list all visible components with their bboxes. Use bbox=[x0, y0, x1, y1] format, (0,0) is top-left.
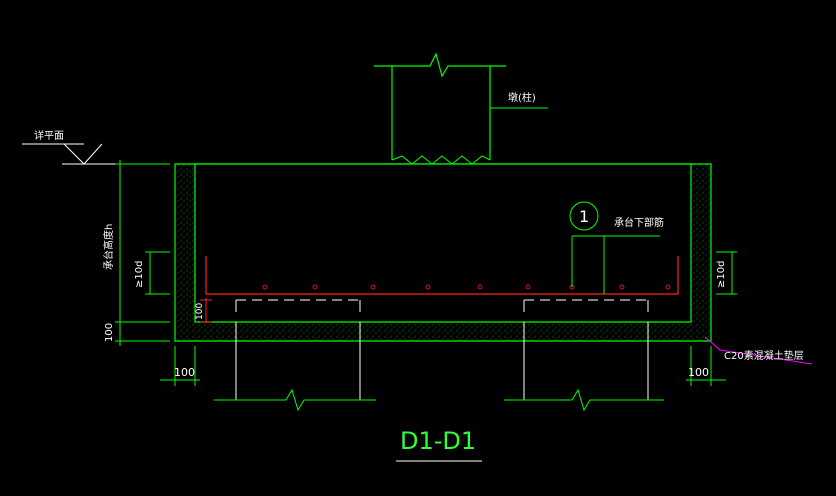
left-anchorage-dimension bbox=[145, 251, 170, 295]
rebar-dots bbox=[262, 284, 671, 290]
right-anchorage-dimension bbox=[716, 251, 737, 295]
extension-right-dimension bbox=[686, 346, 726, 386]
extension-left-label: 100 bbox=[174, 366, 195, 379]
extension-right-label: 100 bbox=[688, 366, 709, 379]
concrete-leader bbox=[704, 336, 813, 365]
bedding-height-label: 100 bbox=[104, 323, 115, 342]
bottom-rebar bbox=[205, 256, 679, 295]
callout-number: 1 bbox=[579, 207, 589, 226]
right-anchorage-label: ≥10d bbox=[716, 261, 727, 288]
cover-label: 100 bbox=[195, 303, 205, 320]
pile-cap bbox=[174, 163, 712, 342]
cover-dimension bbox=[200, 298, 212, 323]
extension-left-dimension bbox=[160, 346, 200, 386]
pile-right bbox=[504, 299, 664, 412]
left-anchorage-label: ≥10d bbox=[134, 261, 145, 288]
rebar-callout bbox=[569, 201, 660, 294]
ground-level-label: 详平面 bbox=[34, 129, 64, 142]
cap-height-label: 承台高度h bbox=[102, 224, 115, 270]
concrete-label: C20素混凝土垫层 bbox=[724, 349, 804, 362]
ground-level-symbol bbox=[22, 143, 164, 165]
column bbox=[374, 52, 506, 165]
pile-left bbox=[214, 299, 376, 412]
bottom-rebar-label: 承台下部筋 bbox=[614, 216, 664, 229]
section-title: D1-D1 bbox=[400, 427, 476, 455]
cap-height-dimension bbox=[115, 160, 170, 346]
column-label: 墩(柱) bbox=[508, 91, 536, 104]
